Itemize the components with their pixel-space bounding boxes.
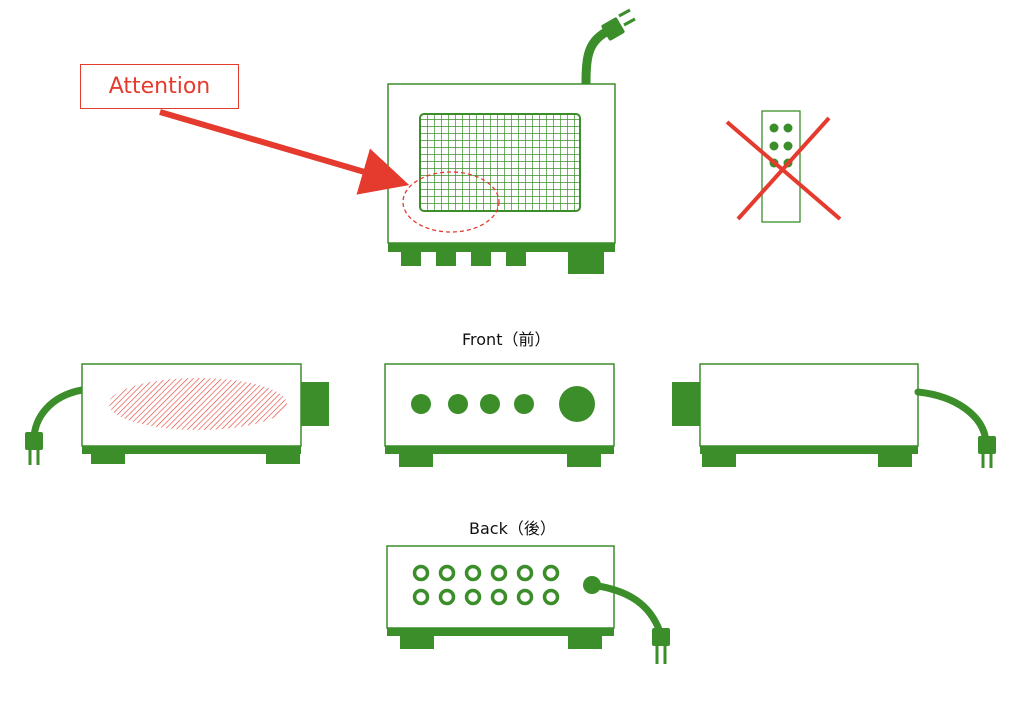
right-side-view <box>672 363 996 468</box>
back-jack <box>542 564 560 582</box>
right-cord <box>914 388 990 446</box>
top-device-knob <box>471 252 491 266</box>
left-device-foot <box>91 454 125 464</box>
plug-icon <box>978 436 996 468</box>
front-device-foot <box>567 454 601 467</box>
vent-grid <box>419 113 581 212</box>
top-cord <box>581 25 615 89</box>
top-view-device <box>159 8 636 274</box>
right-device-knob-profile <box>672 382 700 426</box>
plug-icon <box>601 8 636 41</box>
back-device-foot <box>568 636 602 649</box>
back-jack-panel <box>412 564 560 606</box>
front-knob <box>411 394 431 414</box>
heat-zone <box>109 378 287 430</box>
back-jack <box>464 564 482 582</box>
cross-icon <box>725 116 842 221</box>
back-jack <box>412 588 430 606</box>
attention-zone <box>402 171 500 233</box>
back-device-foot <box>400 636 434 649</box>
right-device-foot <box>878 454 912 467</box>
front-view <box>384 363 615 467</box>
plug-icon <box>25 432 43 465</box>
attention-label: Attention <box>80 64 239 109</box>
right-device-foot <box>702 454 736 467</box>
left-side-view <box>25 363 329 465</box>
back-jack <box>516 564 534 582</box>
front-knob <box>480 394 500 414</box>
left-device-knob-profile <box>301 382 329 426</box>
top-device-base <box>388 243 615 252</box>
back-jack <box>412 564 430 582</box>
front-device-foot <box>399 454 433 467</box>
back-jack <box>464 588 482 606</box>
top-device-knob <box>436 252 456 266</box>
back-jack <box>542 588 560 606</box>
back-jack <box>490 588 508 606</box>
top-device-knob <box>506 252 526 266</box>
top-device-large-foot <box>568 252 604 274</box>
right-device-body <box>699 363 919 447</box>
left-device-foot <box>266 454 300 464</box>
front-knob <box>448 394 468 414</box>
back-jack <box>516 588 534 606</box>
back-jack <box>490 564 508 582</box>
front-large-knob <box>559 386 595 422</box>
front-view-label: Front（前） <box>462 330 551 349</box>
back-cord <box>588 581 664 636</box>
attention-arrow <box>159 109 410 195</box>
back-jack <box>438 564 456 582</box>
plug-icon <box>652 628 670 664</box>
prohibited-remote <box>725 110 842 223</box>
front-knob <box>514 394 534 414</box>
back-view-label: Back（後） <box>469 519 556 538</box>
top-device-knob <box>401 252 421 266</box>
back-view <box>386 545 670 664</box>
back-device-body <box>386 545 615 629</box>
back-jack <box>438 588 456 606</box>
